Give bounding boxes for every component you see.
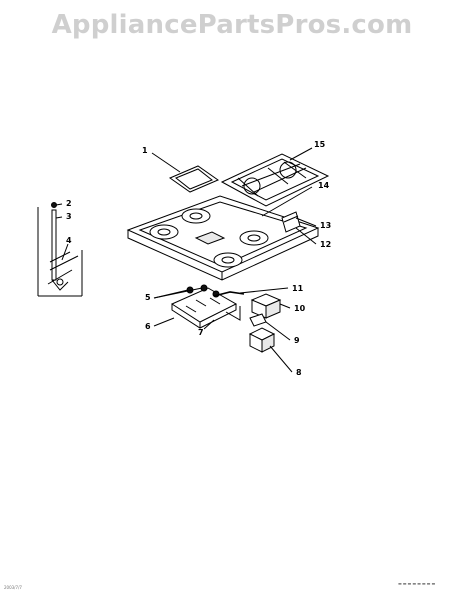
callout-5: 5 [145, 293, 151, 302]
relay-box [248, 327, 276, 353]
callout-7: 7 [198, 328, 204, 337]
footer-code-right: ▬▬▬▬▬▬▬▬ [398, 581, 437, 586]
callout-14: 14 [318, 181, 330, 190]
callout-10: 10 [294, 304, 306, 313]
igniter-rod-assembly [37, 202, 83, 297]
callout-4: 4 [66, 236, 72, 245]
callout-1: 1 [142, 146, 148, 155]
callout-8: 8 [296, 368, 302, 377]
wire-harness [213, 291, 245, 297]
callout-labels: 1 2 3 4 5 6 7 8 9 10 11 12 13 14 15 [66, 140, 331, 377]
callout-13: 13 [320, 221, 331, 230]
callout-9: 9 [294, 336, 300, 345]
leader-lines [55, 147, 317, 373]
burner-grate-small [168, 165, 220, 193]
callout-12: 12 [320, 240, 331, 249]
spark-module [250, 293, 282, 319]
footer-code-left: 2003/7/7 [4, 585, 22, 590]
callout-6: 6 [145, 322, 151, 331]
callout-3: 3 [66, 212, 72, 221]
watermark: AppliancePartsPros.com [51, 10, 413, 40]
cooktop-panel [126, 195, 320, 281]
valve-manifold [170, 284, 241, 329]
callout-2: 2 [66, 199, 72, 208]
burner-grate-large [220, 153, 330, 207]
callout-15: 15 [314, 140, 326, 149]
callout-11: 11 [292, 284, 304, 293]
side-bracket [281, 211, 301, 233]
